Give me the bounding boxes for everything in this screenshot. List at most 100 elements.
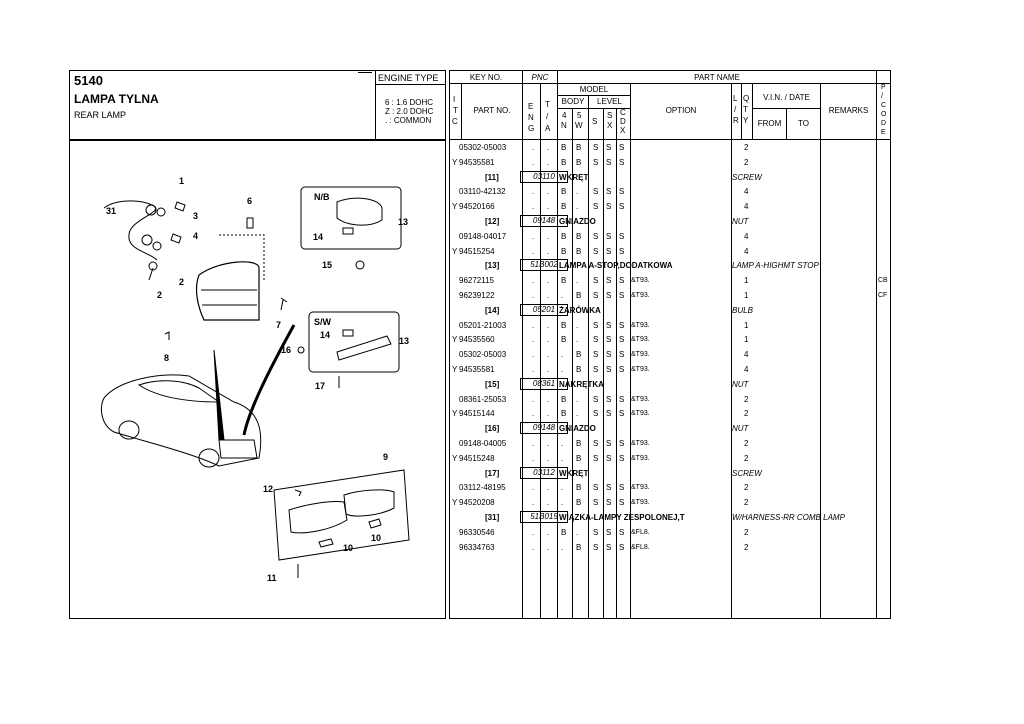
part-level-s: S bbox=[593, 365, 599, 374]
part-number: 96330546 bbox=[459, 527, 495, 537]
group-key: [13] bbox=[485, 261, 500, 271]
part-level-sx: S bbox=[606, 394, 612, 404]
part-number: 05201-21003 bbox=[459, 320, 507, 330]
part-body-4nw: B bbox=[561, 527, 567, 537]
part-level-sx: S bbox=[606, 453, 612, 463]
col-line-eng bbox=[540, 84, 541, 619]
group-name-pl: WKRĘT bbox=[559, 468, 589, 478]
part-eng: . bbox=[532, 320, 535, 330]
part-level-cdx: S bbox=[619, 291, 625, 300]
engine-type-box bbox=[375, 70, 446, 140]
col-header-option: OPTION bbox=[665, 106, 697, 115]
col-line-lr bbox=[731, 84, 732, 619]
group-name-en: W/HARNESS-RR COMB LAMP bbox=[732, 513, 845, 522]
col-line-pnc bbox=[557, 70, 558, 619]
col-line-keyno bbox=[522, 70, 523, 619]
part-eng: . bbox=[532, 143, 535, 152]
part-ta: . bbox=[547, 231, 550, 241]
part-qty: 1 bbox=[744, 291, 749, 300]
part-number: 05302-05003 bbox=[459, 350, 507, 360]
col-header-partno: PART NO. bbox=[473, 106, 511, 115]
part-eng: . bbox=[532, 483, 535, 493]
col-header-4nw-w: W bbox=[575, 121, 583, 130]
part-qty: 4 bbox=[744, 350, 749, 360]
col-header-eng-e: E bbox=[528, 102, 534, 111]
part-option: &T93. bbox=[631, 292, 650, 299]
callout-10-right: 10 bbox=[371, 533, 382, 543]
body-level-rule bbox=[557, 108, 630, 109]
part-body-5w: . bbox=[576, 276, 579, 286]
part-ta: . bbox=[547, 350, 550, 360]
col-line-sx bbox=[616, 108, 617, 619]
col-header-pcode-c: C bbox=[881, 102, 887, 109]
part-level-sx: S bbox=[606, 483, 612, 493]
diagram-box bbox=[69, 140, 446, 619]
part-body-5w: . bbox=[576, 527, 579, 537]
part-eng: . bbox=[532, 542, 535, 552]
col-header-cdx-c: C bbox=[620, 108, 626, 117]
col-header-itc-i: I bbox=[453, 95, 456, 104]
part-option: &T93. bbox=[631, 440, 650, 447]
parts-table-frame bbox=[449, 70, 891, 619]
part-level-cdx: S bbox=[619, 231, 625, 241]
part-level-s: S bbox=[593, 409, 599, 419]
part-eng: . bbox=[532, 365, 535, 374]
part-option: &T93. bbox=[631, 410, 650, 418]
part-ta: . bbox=[547, 335, 550, 345]
part-level-cdx: S bbox=[619, 202, 625, 212]
part-eng: . bbox=[532, 202, 535, 212]
col-header-qty-y: Y bbox=[743, 116, 749, 125]
part-eng: . bbox=[532, 335, 535, 345]
part-level-sx: S bbox=[606, 231, 612, 241]
part-level-s: S bbox=[593, 498, 599, 508]
col-header-lr-slash: / bbox=[734, 105, 737, 114]
part-level-s: S bbox=[593, 291, 599, 300]
model-rule bbox=[557, 95, 630, 96]
part-level-cdx: S bbox=[619, 439, 625, 448]
col-header-keyno: KEY NO. bbox=[469, 73, 503, 82]
col-header-ta-slash: / bbox=[546, 112, 549, 121]
callout-10-left: 10 bbox=[343, 543, 354, 553]
callout-13-nb: 13 bbox=[398, 217, 409, 227]
part-eng: . bbox=[532, 453, 535, 463]
part-qty: 4 bbox=[744, 231, 749, 241]
engine-line-1: 6 : 1.6 DOHC bbox=[385, 98, 434, 107]
col-header-level-s: S bbox=[592, 117, 598, 126]
part-eng: . bbox=[532, 157, 535, 167]
col-line-5w bbox=[588, 95, 589, 619]
callout-9: 9 bbox=[383, 452, 389, 462]
engine-line-2: Z : 2.0 DOHC bbox=[385, 107, 434, 116]
part-qty: 2 bbox=[744, 409, 749, 419]
part-level-cdx: S bbox=[619, 498, 625, 508]
part-eng: . bbox=[532, 291, 535, 300]
part-body-4nw: B bbox=[561, 231, 567, 241]
part-qty: 1 bbox=[744, 276, 749, 286]
part-ta: . bbox=[547, 187, 550, 197]
part-number: 96334763 bbox=[459, 542, 495, 552]
part-level-sx: S bbox=[606, 498, 612, 508]
part-level-sx: S bbox=[606, 365, 612, 374]
part-number: 94535560 bbox=[459, 335, 495, 345]
part-eng: . bbox=[532, 439, 535, 448]
part-body-4nw: B bbox=[561, 246, 567, 256]
section-title-en: REAR LAMP bbox=[74, 110, 127, 120]
header-corner-mark bbox=[358, 72, 372, 79]
section-title-pl: LAMPA TYLNA bbox=[74, 92, 159, 106]
part-level-cdx: S bbox=[619, 365, 625, 374]
part-number: 08361-25053 bbox=[459, 394, 507, 404]
part-eng: . bbox=[532, 498, 535, 508]
part-itc: Y bbox=[452, 157, 458, 167]
part-number: 94520208 bbox=[459, 498, 495, 508]
group-key: [17] bbox=[485, 468, 500, 478]
part-level-sx: S bbox=[606, 187, 612, 197]
callout-15: 15 bbox=[322, 260, 333, 270]
